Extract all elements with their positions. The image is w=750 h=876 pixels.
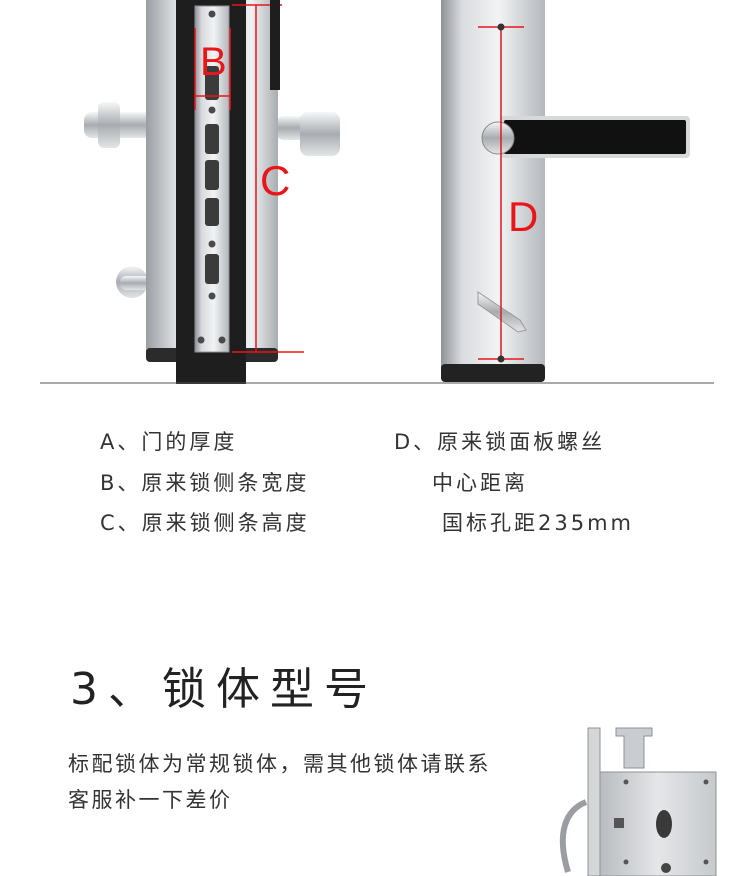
caption-a-door-thickness: A、门的厚度 [100, 430, 238, 454]
caption-d-screw-spacing: D、原来锁面板螺丝 [394, 430, 606, 454]
caption-c-side-strip-height: C、原来锁侧条高度 [100, 511, 310, 535]
section-description-line-1: 标配锁体为常规锁体，需其他锁体请联系 [68, 752, 491, 776]
front-panel [441, 0, 545, 372]
lock-dimension-diagram [40, 0, 714, 384]
caption-d-standard-spacing: 国标孔距235mm [442, 511, 634, 535]
left-lock-side-view [84, 0, 340, 384]
dimension-label-b: B [200, 40, 227, 84]
lock-body-image [559, 727, 717, 876]
caption-d-center-distance: 中心距离 [432, 471, 528, 495]
section-title-lock-body-model: 3、锁体型号 [70, 664, 378, 715]
dimension-label-d: D [508, 193, 539, 240]
section-description-line-2: 客服补一下差价 [68, 788, 233, 812]
right-lock-front-view [441, 0, 690, 382]
dimension-label-c: C [260, 157, 291, 204]
caption-b-side-strip-width: B、原来锁侧条宽度 [100, 471, 310, 495]
